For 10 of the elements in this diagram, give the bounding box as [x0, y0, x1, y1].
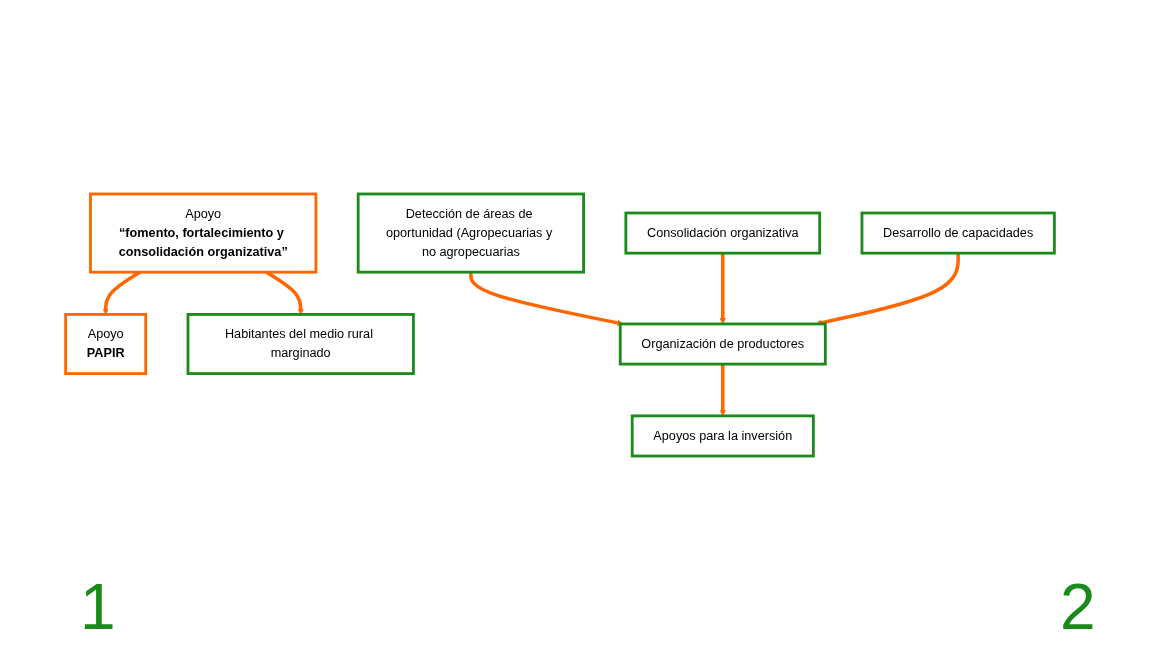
node-box: Apoyos para la inversión — [630, 414, 815, 458]
node-box: Desarrollo de capacidades — [860, 211, 1056, 255]
node-box: Consolidación organizativa — [624, 211, 822, 255]
node-box: Apoyo PAPIR — [64, 313, 148, 376]
node-box: Detección de áreas de oportunidad (Agropecuarias y no agropecuarias — [356, 192, 585, 274]
node-box: Habitantes del medio rural marginado — [186, 313, 415, 376]
node-box: Organización de productores — [618, 322, 827, 366]
section-number: 1 — [80, 570, 116, 644]
section-number: 2 — [1060, 570, 1096, 644]
node-box: Apoyo “fomento, fortalecimiento y consolidación organizativa” — [89, 192, 318, 274]
